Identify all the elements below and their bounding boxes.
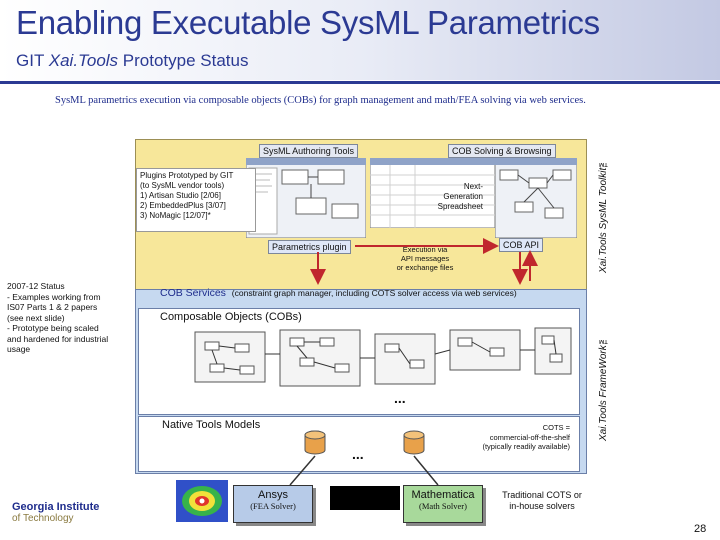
plugins-heading: Plugins Prototyped by GIT (140, 171, 234, 180)
mathematica-link (413, 455, 439, 486)
cob-services-label: COB Services (constraint graph manager, … (160, 287, 517, 299)
header-divider (0, 81, 720, 84)
plugin-item: 1) Artisan Studio [2/06] (140, 191, 221, 200)
solver-role: (FEA Solver) (250, 501, 296, 511)
mathematica-solver-box: Mathematica (Math Solver) (403, 485, 483, 523)
ansys-solver-box: Ansys (FEA Solver) (233, 485, 313, 523)
plugin-item: 2) EmbeddedPlus [3/07] (140, 201, 226, 210)
mathematica-model-database-icon (403, 430, 425, 455)
redacted-solver-box (330, 486, 400, 510)
cots-definition: COTS =commercial-off-the-shelf(typically… (482, 423, 570, 451)
native-tools-box (138, 416, 580, 472)
ansys-model-database-icon (304, 430, 326, 455)
page-number: 28 (694, 523, 707, 535)
cob-graph-diagrams (194, 327, 572, 387)
plugins-prototyped-box: Plugins Prototyped by GIT (to SysML vend… (136, 168, 256, 232)
cob-browser-screenshot (495, 158, 577, 238)
parametrics-plugin-box: Parametrics plugin (268, 240, 351, 254)
framework-vertical-label: Xai.Tools FrameWork™ (598, 334, 609, 441)
cob-api-box: COB API (499, 238, 544, 252)
fea-result-thumbnail (176, 480, 228, 522)
plugin-item: 3) NoMagic [12/07]* (140, 211, 211, 220)
native-tools-ellipsis: ... (352, 446, 364, 462)
slide-title: Enabling Executable SysML Parametrics (16, 4, 600, 41)
solver-name: Mathematica (411, 489, 475, 501)
plugins-subheading: (to SysML vendor tools) (140, 181, 225, 190)
slide-subtitle: GIT Xai.Tools Prototype Status (16, 51, 249, 70)
native-tools-label: Native Tools Models (162, 419, 261, 431)
status-heading: 2007-12 Status (7, 281, 65, 291)
composable-objects-label: Composable Objects (COBs) (160, 311, 302, 323)
sysml-toolkit-vertical-label: Xai.Tools SysML Toolkit™ (598, 156, 609, 274)
header-band (0, 0, 720, 80)
ansys-link (289, 455, 316, 486)
solver-role: (Math Solver) (419, 501, 467, 511)
solver-name: Ansys (258, 489, 288, 501)
slide-description: SysML parametrics execution via composab… (55, 95, 586, 106)
cob-ellipsis: ... (394, 390, 406, 406)
spreadsheet-screenshot (370, 158, 495, 228)
